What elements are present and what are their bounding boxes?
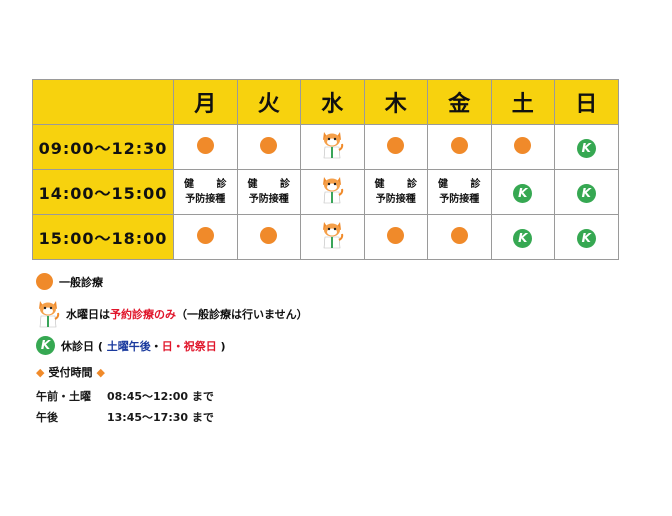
- time-slot: 14:00〜15:00: [32, 169, 174, 215]
- checkup-char: 診: [470, 179, 481, 190]
- k-closed-icon: K: [36, 336, 55, 355]
- cat-doctor-icon: [36, 299, 60, 329]
- orange-dot-icon: [450, 136, 468, 154]
- schedule-cell: K: [490, 169, 555, 215]
- corner-cell: [32, 79, 174, 125]
- legend-closed: K 休診日 ( 土曜午後・日・祝祭日 ): [36, 336, 226, 355]
- reception-hours: 午前・土曜 08:45〜12:00 まで 午後 13:45〜17:30 まで: [36, 386, 214, 428]
- closed-sat-afternoon: 土曜午後: [106, 339, 151, 353]
- day-wed: 水: [300, 79, 365, 125]
- k-closed-icon: K: [513, 183, 533, 203]
- orange-dot-icon: [387, 136, 405, 154]
- closed-sep: ・: [150, 339, 162, 353]
- day-thu: 木: [363, 79, 428, 125]
- schedule-cell: 健 診予防接種: [173, 169, 238, 215]
- schedule-cell: K: [554, 214, 619, 260]
- day-fri: 金: [427, 79, 492, 125]
- orange-dot-icon: [387, 226, 405, 244]
- schedule-cell: [363, 214, 428, 260]
- schedule-table: 月 火 水 木 金 土 日 09:00〜12:30 K 14:00〜15:00 …: [32, 79, 619, 260]
- reception-title-label: 受付時間: [48, 366, 93, 379]
- hours-time: 13:45〜17:30 まで: [107, 411, 214, 424]
- schedule-cell: [300, 214, 365, 260]
- schedule-cell: [300, 169, 365, 215]
- schedule-cell: [236, 124, 301, 170]
- vaccination-text: 予防接種: [185, 194, 226, 205]
- schedule-cell: 健 診予防接種: [363, 169, 428, 215]
- k-closed-icon: K: [576, 183, 596, 203]
- schedule-cell: K: [490, 214, 555, 260]
- time-slot: 15:00〜18:00: [32, 214, 174, 260]
- diamond-icon: ◆: [36, 365, 45, 379]
- orange-dot-icon: [36, 273, 53, 290]
- wed-reservation-only: 予約診療のみ: [110, 308, 176, 321]
- legend-closed-text: 休診日 ( 土曜午後・日・祝祭日 ): [61, 338, 226, 354]
- orange-dot-icon: [260, 136, 278, 154]
- checkup-char: 診: [216, 179, 227, 190]
- schedule-cell: [427, 124, 492, 170]
- hours-time: 08:45〜12:00 まで: [107, 390, 214, 403]
- orange-dot-icon: [260, 226, 278, 244]
- checkup-vaccination-label: 健 診予防接種: [428, 177, 491, 207]
- checkup-vaccination-label: 健 診予防接種: [238, 177, 301, 207]
- closed-suffix: ): [220, 339, 226, 353]
- vaccination-text: 予防接種: [439, 194, 480, 205]
- schedule-cell: [363, 124, 428, 170]
- legend-wednesday: 水曜日は予約診療のみ（一般診療は行いません）: [36, 299, 308, 329]
- diamond-icon: ◆: [96, 365, 105, 379]
- orange-dot-icon: [450, 226, 468, 244]
- k-closed-icon: K: [576, 138, 596, 158]
- checkup-char: 診: [280, 179, 290, 190]
- day-sun: 日: [554, 79, 619, 125]
- orange-dot-icon: [196, 226, 214, 244]
- wed-suffix: （一般診療は行いません）: [176, 308, 308, 321]
- hours-label: 午前・土曜: [36, 390, 91, 403]
- schedule-cell: [173, 214, 238, 260]
- table-row: 15:00〜18:00 K K: [32, 214, 619, 260]
- reception-title: ◆ 受付時間 ◆: [36, 364, 105, 380]
- checkup-char: 健: [184, 179, 194, 190]
- schedule-cell: [236, 214, 301, 260]
- schedule-cell: K: [554, 169, 619, 215]
- legend-general: 一般診療: [36, 273, 103, 290]
- closed-sun-holiday: 日・祝祭日: [161, 339, 217, 353]
- vaccination-text: 予防接種: [375, 194, 416, 205]
- checkup-char: 健: [374, 179, 385, 190]
- day-mon: 月: [173, 79, 238, 125]
- checkup-char: 診: [407, 179, 417, 190]
- day-sat: 土: [490, 79, 555, 125]
- schedule-cell: 健 診予防接種: [236, 169, 301, 215]
- table-row: 14:00〜15:00 健診予防接種 健診予防接種 健診予防接種 健診予防接種 …: [32, 169, 619, 215]
- table-row: 09:00〜12:30 K: [32, 124, 619, 170]
- schedule-cell: [300, 124, 365, 170]
- cat-doctor-icon: [320, 130, 344, 160]
- checkup-char: 健: [247, 179, 258, 190]
- cat-doctor-icon: [320, 220, 344, 250]
- legend-wednesday-text: 水曜日は予約診療のみ（一般診療は行いません）: [66, 306, 308, 322]
- schedule-cell: [173, 124, 238, 170]
- checkup-vaccination-label: 健 診予防接種: [174, 177, 237, 207]
- k-closed-icon: K: [576, 228, 596, 248]
- orange-dot-icon: [196, 136, 214, 154]
- cat-doctor-icon: [320, 175, 344, 205]
- closed-prefix: 休診日 (: [61, 339, 103, 353]
- hours-line: 午後 13:45〜17:30 まで: [36, 407, 214, 428]
- time-slot: 09:00〜12:30: [32, 124, 174, 170]
- k-closed-icon: K: [513, 228, 533, 248]
- hours-label: 午後: [36, 411, 58, 424]
- hours-line: 午前・土曜 08:45〜12:00 まで: [36, 386, 214, 407]
- checkup-vaccination-label: 健 診予防接種: [365, 177, 428, 207]
- orange-dot-icon: [514, 136, 532, 154]
- legend-general-label: 一般診療: [59, 275, 103, 289]
- wed-prefix: 水曜日は: [66, 308, 110, 321]
- checkup-char: 健: [438, 179, 448, 190]
- schedule-cell: [490, 124, 555, 170]
- day-tue: 火: [236, 79, 301, 125]
- schedule-cell: K: [554, 124, 619, 170]
- schedule-cell: [427, 214, 492, 260]
- header-row: 月 火 水 木 金 土 日: [32, 79, 619, 125]
- vaccination-text: 予防接種: [248, 194, 289, 205]
- schedule-cell: 健 診予防接種: [427, 169, 492, 215]
